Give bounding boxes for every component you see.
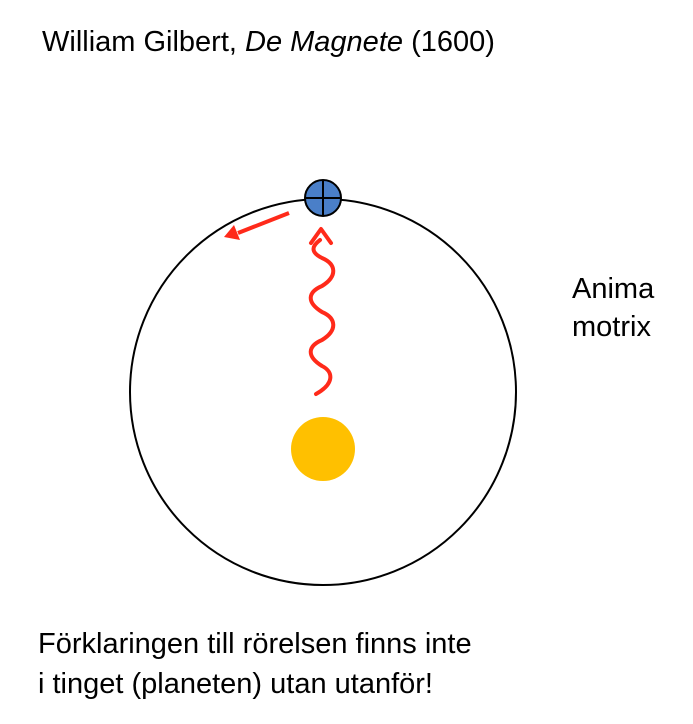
sun-icon	[291, 417, 355, 481]
anima-motrix-wave	[308, 238, 336, 396]
side-label-line1: Anima	[572, 273, 655, 305]
caption-line2: i tinget (planeten) utan utanför!	[38, 668, 433, 700]
motion-arrow	[237, 211, 290, 235]
earth-symbol-icon	[304, 179, 342, 217]
title-author: William Gilbert,	[42, 26, 246, 58]
motion-arrowhead	[224, 225, 240, 240]
title-year: (1600)	[403, 26, 495, 58]
title-work: De Magnete	[245, 26, 404, 58]
anima-motrix-label: Anima motrix	[572, 270, 654, 346]
side-label-line2: motrix	[572, 311, 651, 343]
caption-line1: Förklaringen till rörelsen finns inte	[38, 628, 472, 660]
caption: Förklaringen till rörelsen finns inte i …	[38, 624, 472, 704]
diagram-title: William Gilbert, De Magnete (1600)	[42, 22, 495, 62]
wave-arrowhead	[309, 227, 333, 245]
